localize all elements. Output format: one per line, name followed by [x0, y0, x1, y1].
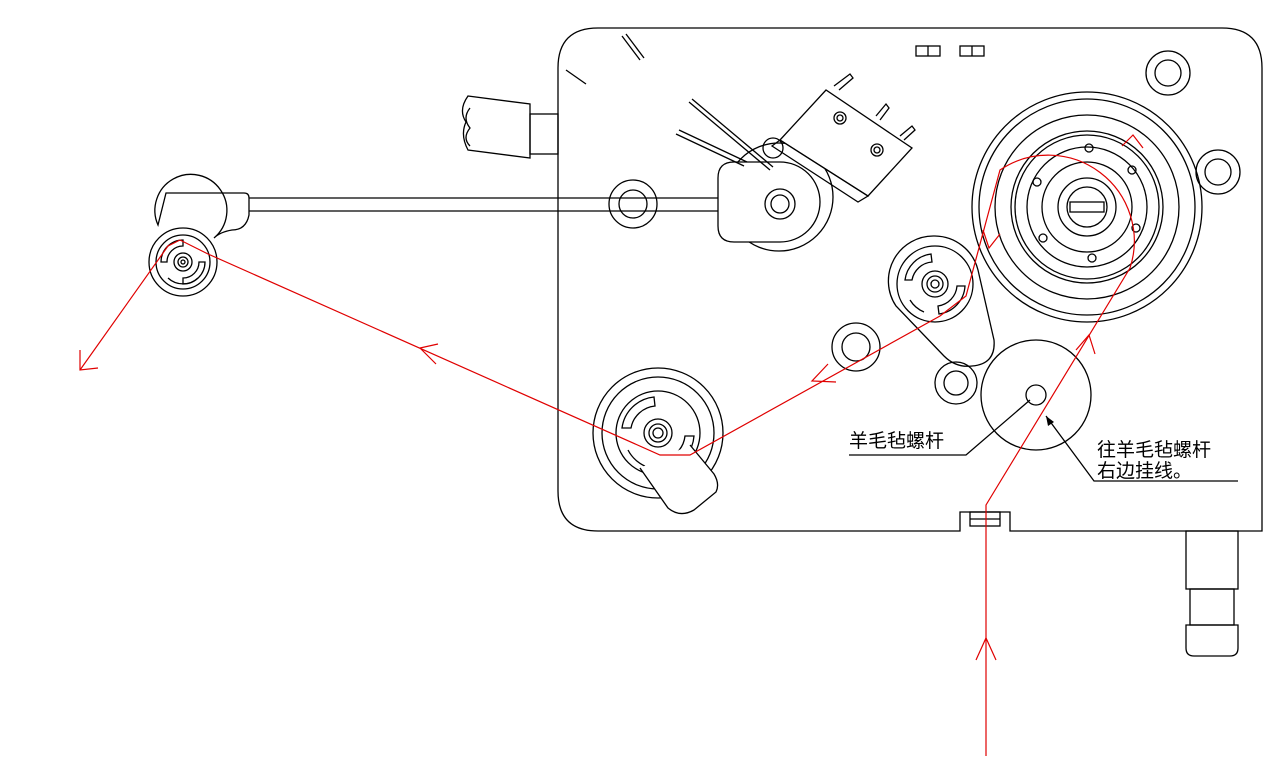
- arm-pivot-hole: [608, 179, 658, 229]
- lower-pulley: [592, 367, 724, 515]
- arm-pulley: [148, 227, 218, 297]
- left-knob: [461, 95, 559, 159]
- thread-arrow: [975, 636, 997, 661]
- felt-screw-label: 羊毛毡螺杆: [849, 430, 945, 452]
- spring-wires: [675, 98, 784, 171]
- main-disc: [971, 91, 1203, 323]
- mount-hole: [934, 361, 978, 405]
- arm-hub: [717, 142, 834, 252]
- thread-arrow: [810, 363, 837, 383]
- thread-arrow: [1075, 333, 1096, 355]
- thread-arrow: [418, 343, 439, 365]
- right-shaft: [1185, 530, 1239, 657]
- edge-tick: [625, 33, 645, 59]
- thread-arrow: [79, 350, 99, 371]
- sensor-switch: [770, 73, 916, 203]
- mount-hole: [1195, 149, 1241, 195]
- edge-tick: [621, 35, 641, 61]
- felt-screw-leader: [849, 399, 1031, 456]
- tension-arm: [154, 173, 720, 239]
- thread-arrow: [1121, 134, 1144, 149]
- mount-hole: [831, 322, 881, 372]
- bottom-clip: [969, 511, 1001, 527]
- hang-note-label-line2: 右边挂线。: [1097, 460, 1193, 482]
- mount-hole: [1145, 50, 1191, 96]
- main-plate: [557, 27, 1263, 532]
- hang-note-label-line1: 往羊毛毡螺杆: [1097, 439, 1212, 461]
- thread-path: [79, 154, 1135, 756]
- leader-arrowhead: [1046, 416, 1054, 426]
- middle-pulley: [887, 235, 995, 367]
- hang-note-leader: [1045, 415, 1238, 482]
- felt-screw-disc: [980, 339, 1092, 451]
- edge-tick: [565, 69, 587, 85]
- thread-arrow: [982, 229, 1001, 250]
